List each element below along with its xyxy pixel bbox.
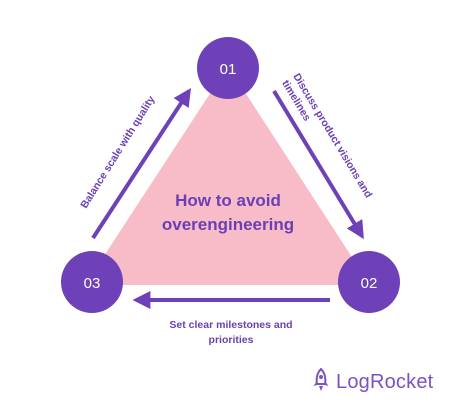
node-02-label: 02 — [361, 275, 378, 292]
node-01: 01 — [197, 37, 259, 99]
node-03: 03 — [61, 251, 123, 313]
arrow-left-edge — [91, 87, 191, 240]
node-01-label: 01 — [220, 61, 237, 78]
node-02: 02 — [338, 251, 400, 313]
brand-logo: LogRocket — [312, 367, 434, 397]
edge-label-bottom-line-2: priorities — [209, 334, 254, 346]
node-01-circle — [197, 37, 259, 99]
center-title-line-1: How to avoid — [175, 191, 281, 210]
node-03-circle — [61, 251, 123, 313]
edge-label-bottom-line-1: Set clear milestones and — [169, 319, 292, 331]
arrow-right-edge — [272, 89, 364, 240]
rocket-icon — [312, 367, 330, 397]
node-02-circle — [338, 251, 400, 313]
node-03-label: 03 — [84, 275, 101, 292]
brand-name: LogRocket — [336, 370, 434, 393]
center-triangle — [85, 66, 370, 285]
center-title-line-2: overengineering — [162, 215, 294, 234]
